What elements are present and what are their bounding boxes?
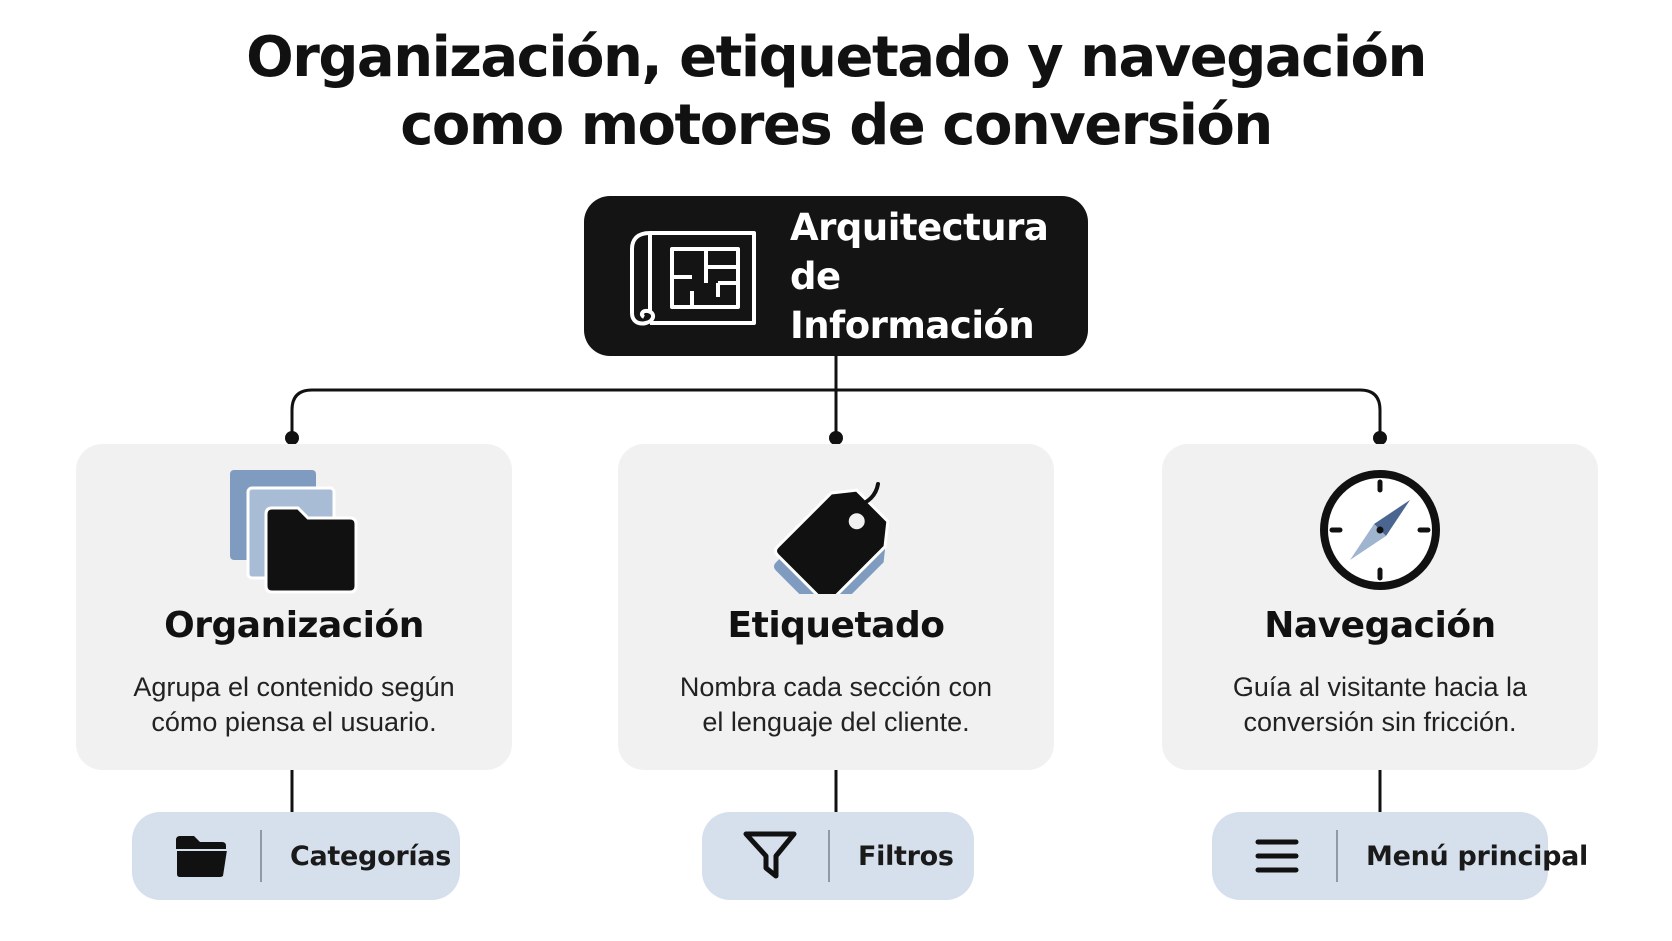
pill-divider <box>260 830 262 882</box>
pill-label: Filtros <box>858 840 954 872</box>
card-title: Etiquetado <box>727 605 945 646</box>
title-line-2: como motores de conversión <box>400 93 1273 158</box>
tag-icon <box>773 482 890 594</box>
card-description-line-1: Guía al visitante hacia la <box>1232 672 1528 702</box>
pill-filtros: Filtros <box>702 812 974 900</box>
card-title: Organización <box>164 605 424 646</box>
card-description: Guía al visitante hacia la conversión si… <box>1182 670 1578 740</box>
compass-icon <box>1320 470 1440 590</box>
blueprint-icon <box>630 231 756 326</box>
pill-label: Categorías <box>290 840 451 872</box>
card-description: Nombra cada sección con el lenguaje del … <box>638 670 1034 740</box>
connector-dot-left <box>285 431 299 445</box>
connector-dot-right <box>1373 431 1387 445</box>
folder-icon <box>175 836 230 879</box>
title-line-1: Organización, etiquetado y navegación <box>246 25 1427 90</box>
root-label-line-1: Arquitectura <box>790 205 1049 249</box>
page-title: Organización, etiquetado y navegación co… <box>0 24 1672 160</box>
filter-icon <box>743 831 797 879</box>
card-description-line-1: Agrupa el contenido según <box>133 672 455 702</box>
card-title: Navegación <box>1264 605 1496 646</box>
card-description-line-2: cómo piensa el usuario. <box>151 707 437 737</box>
card-description-line-2: el lenguaje del cliente. <box>702 707 970 737</box>
card-description-line-2: conversión sin fricción. <box>1243 707 1517 737</box>
card-description-line-1: Nombra cada sección con <box>679 672 993 702</box>
pill-menu-principal: Menú principal <box>1212 812 1588 900</box>
pill-categorias: Categorías <box>132 812 460 900</box>
pill-label: Menú principal <box>1366 840 1589 872</box>
pill-divider <box>1336 830 1338 882</box>
connector-branch-left <box>290 388 836 436</box>
root-label-line-2: de Información <box>790 254 1035 347</box>
card-navegacion: Navegación Guía al visitante hacia la co… <box>1162 444 1598 770</box>
root-label: Arquitectura de Información <box>790 203 1088 350</box>
folders-icon <box>230 470 358 594</box>
pill-divider <box>828 830 830 882</box>
card-etiquetado: Etiquetado Nombra cada sección con el le… <box>618 444 1054 770</box>
connector-dot-center <box>829 431 843 445</box>
card-organizacion: Organización Agrupa el contenido según c… <box>76 444 512 770</box>
hamburger-menu-icon <box>1255 839 1299 873</box>
information-architecture-node: Arquitectura de Información <box>584 196 1088 356</box>
card-description: Agrupa el contenido según cómo piensa el… <box>96 670 492 740</box>
connector-branch-right <box>836 388 1382 436</box>
